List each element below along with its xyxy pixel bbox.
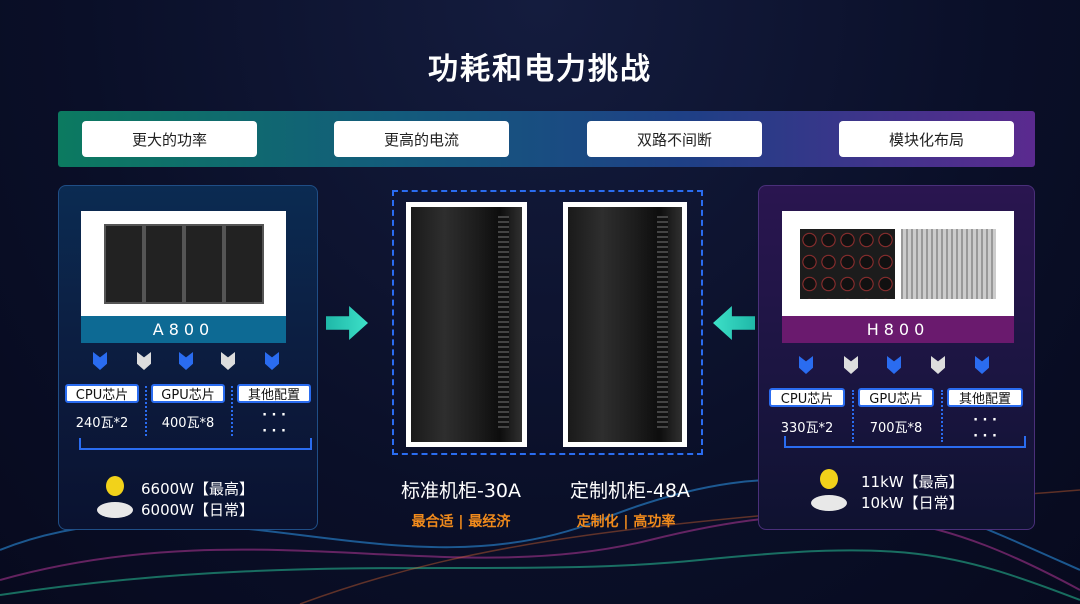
h800-model-label: H800 bbox=[782, 316, 1014, 343]
cpu-power-value: 330瓦*2 bbox=[780, 421, 834, 436]
h800-panel: H800 CPU芯片 GPU芯片 其他配置 330瓦*2 700瓦*8 · · … bbox=[758, 185, 1035, 530]
a800-panel: A800 CPU芯片 GPU芯片 其他配置 240瓦*2 400瓦*8 · · … bbox=[58, 185, 318, 530]
max-power: 11kW【最高】 bbox=[861, 473, 964, 491]
other-config-value: · · · · · · bbox=[262, 408, 286, 439]
chevron-down-icon bbox=[844, 356, 858, 374]
chevron-down-icon bbox=[179, 352, 193, 370]
cabinet-group bbox=[392, 190, 703, 455]
daily-power: 10kW【日常】 bbox=[861, 494, 964, 512]
custom-cabinet-image bbox=[563, 202, 687, 447]
standard-cabinet-label: 标准机柜-30A bbox=[400, 480, 522, 502]
chevron-down-icon bbox=[221, 352, 235, 370]
h800-server-image bbox=[782, 211, 1014, 316]
divider bbox=[145, 386, 147, 436]
chevron-down-icon bbox=[887, 356, 901, 374]
feature-pill-current: 更高的电流 bbox=[334, 121, 509, 157]
lightbulb-icon bbox=[811, 469, 847, 513]
chevron-down-icon bbox=[931, 356, 945, 374]
arrow-left-icon bbox=[713, 306, 755, 340]
cpu-chip-label: CPU芯片 bbox=[769, 388, 845, 407]
divider bbox=[852, 390, 854, 442]
daily-power: 6000W【日常】 bbox=[141, 501, 255, 519]
chevron-down-icon bbox=[137, 352, 151, 370]
cpu-chip-label: CPU芯片 bbox=[65, 384, 139, 403]
gpu-power-value: 400瓦*8 bbox=[161, 416, 215, 431]
feature-pill-power: 更大的功率 bbox=[82, 121, 257, 157]
gpu-power-value: 700瓦*8 bbox=[869, 421, 923, 436]
chevron-down-icon bbox=[265, 352, 279, 370]
max-power: 6600W【最高】 bbox=[141, 480, 255, 498]
cpu-power-value: 240瓦*2 bbox=[75, 416, 129, 431]
page-title: 功耗和电力挑战 bbox=[428, 52, 652, 87]
gpu-chip-label: GPU芯片 bbox=[858, 388, 934, 407]
feature-pill-dual-path: 双路不间断 bbox=[587, 121, 762, 157]
custom-cabinet-sub: 定制化 | 高功率 bbox=[576, 514, 676, 530]
standard-cabinet-sub: 最合适 | 最经济 bbox=[411, 514, 511, 530]
a800-model-label: A800 bbox=[81, 316, 286, 343]
feature-banner: 更大的功率 更高的电流 双路不间断 模块化布局 bbox=[58, 111, 1035, 167]
divider bbox=[941, 390, 943, 442]
lightbulb-icon bbox=[97, 476, 133, 520]
other-config-value: · · · · · · bbox=[973, 413, 997, 444]
other-config-label: 其他配置 bbox=[237, 384, 311, 403]
gpu-chip-label: GPU芯片 bbox=[151, 384, 225, 403]
a800-server-image bbox=[81, 211, 286, 316]
chevron-down-icon bbox=[93, 352, 107, 370]
divider bbox=[231, 386, 233, 436]
custom-cabinet-label: 定制机柜-48A bbox=[569, 480, 691, 502]
chevron-down-icon bbox=[799, 356, 813, 374]
feature-pill-modular: 模块化布局 bbox=[839, 121, 1014, 157]
bracket bbox=[79, 438, 312, 450]
standard-cabinet-image bbox=[406, 202, 527, 447]
bracket bbox=[784, 436, 1026, 448]
chevron-down-icon bbox=[975, 356, 989, 374]
arrow-right-icon bbox=[326, 306, 368, 340]
other-config-label: 其他配置 bbox=[947, 388, 1023, 407]
